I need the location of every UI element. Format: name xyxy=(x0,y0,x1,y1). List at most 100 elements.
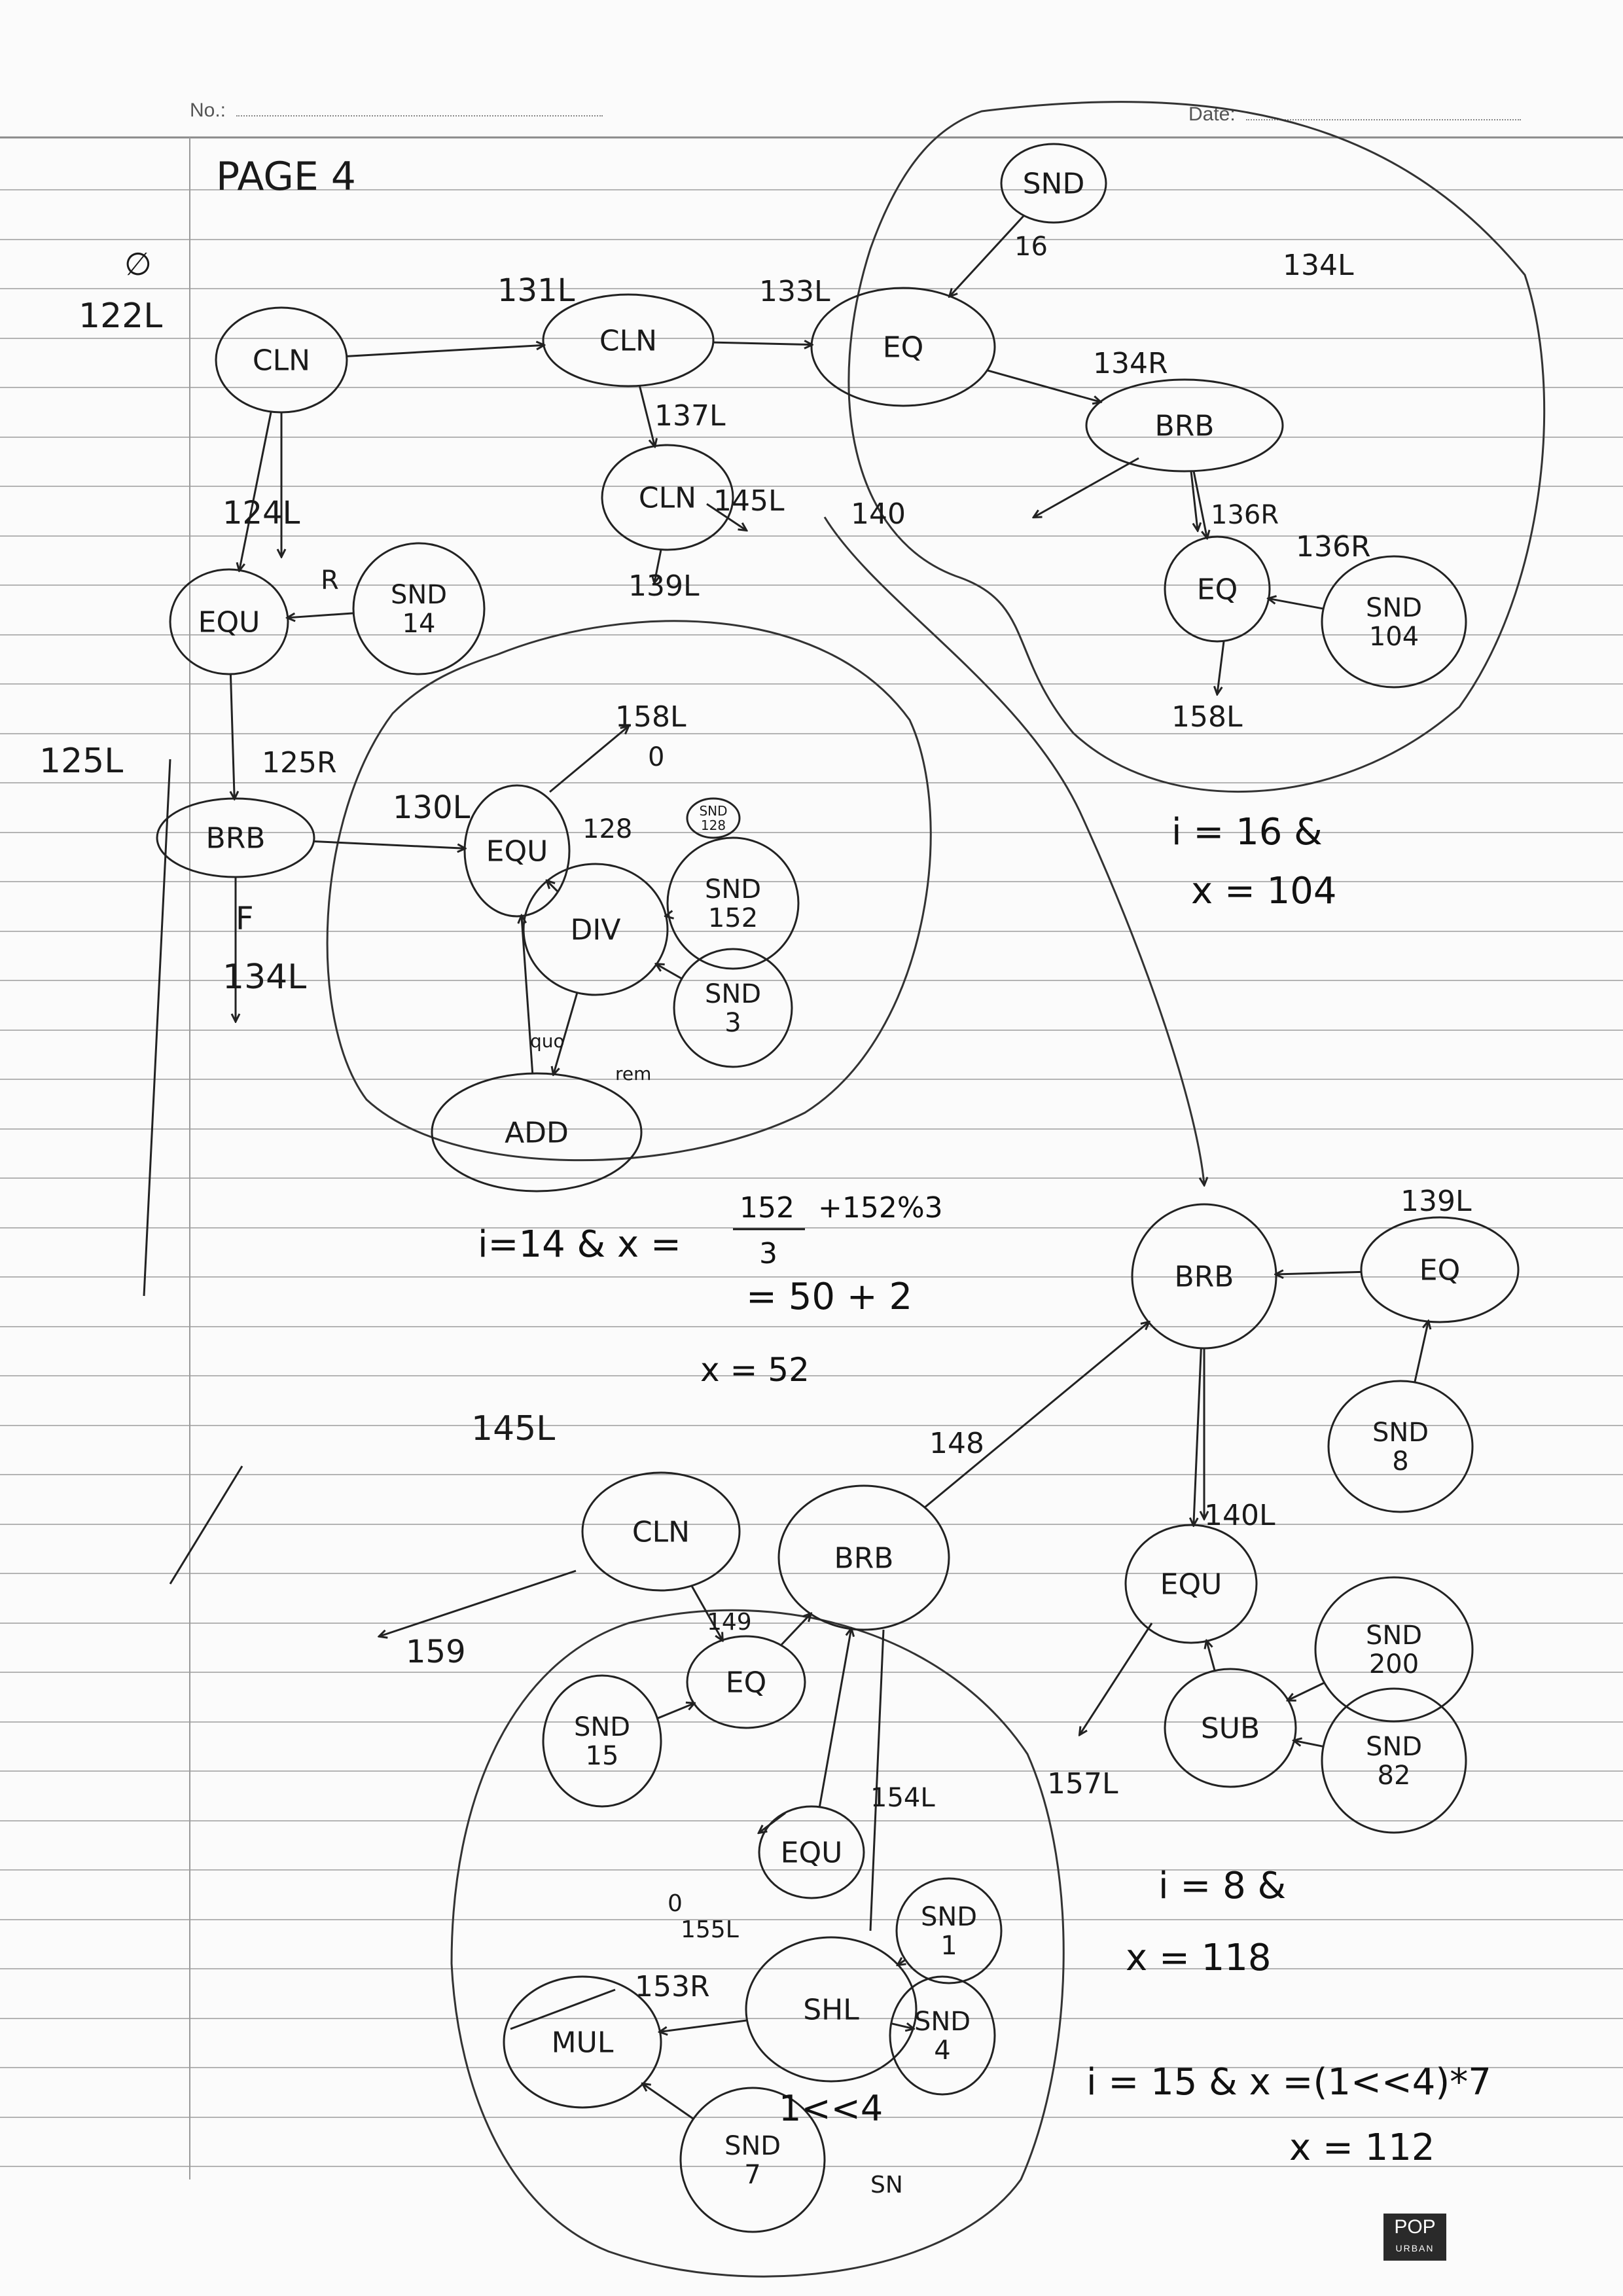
note-bottom-right-line1: i = 8 & xyxy=(1158,1865,1286,1907)
edge-snd200-to-sub xyxy=(1288,1681,1325,1700)
edge-label-quo: quo xyxy=(530,1030,565,1052)
edge-brb-c-to-equ-d xyxy=(1194,1348,1202,1525)
node-equ-a-label-0: EQU xyxy=(198,605,260,639)
node-eq-b: EQ xyxy=(1164,535,1271,643)
node-eq-a: EQ xyxy=(810,287,996,407)
node-snd4-label-1: 4 xyxy=(934,2036,950,2066)
node-eq-a-label-0: EQ xyxy=(883,331,923,364)
edge-snd3-to-div xyxy=(656,964,683,980)
edge-branch-4 xyxy=(654,549,662,583)
note-bottom-right-line4: x = 112 xyxy=(1289,2126,1435,2169)
region-bottom xyxy=(450,1609,1065,2278)
edge-label-134L: 134L xyxy=(223,958,306,997)
node-snd82-label-0: SND xyxy=(1366,1732,1422,1762)
node-brb-b-label-0: BRB xyxy=(206,821,266,855)
edge-branch-10 xyxy=(1080,1623,1153,1734)
edge-cln-a-to-equ-a xyxy=(240,411,272,570)
edge-cln-b-to-cln-c xyxy=(638,386,654,446)
node-eq-c: EQ xyxy=(1360,1216,1520,1323)
edge-label-154L: 154L xyxy=(870,1783,935,1813)
edge-label-125L: 125L xyxy=(39,742,123,781)
edge-equ-c-to-brb-d xyxy=(818,1629,851,1808)
node-equ-c: EQU xyxy=(758,1805,865,1899)
node-snd200-label-0: SND xyxy=(1366,1621,1422,1651)
edge-branch-14 xyxy=(510,1988,616,2030)
edge-sub-to-equ-d xyxy=(1207,1641,1216,1671)
edge-label-145L: 145L xyxy=(713,484,785,518)
number-label: No.: xyxy=(190,99,603,122)
edge-shl-to-mul xyxy=(660,2019,747,2032)
node-snd4-label-0: SND xyxy=(914,2007,971,2037)
node-eq-d-label-0: EQ xyxy=(726,1666,766,1699)
note-top-right-line1: i = 16 & xyxy=(1171,811,1323,853)
node-snd7-label-0: SND xyxy=(724,2131,781,2161)
edge-branch-13 xyxy=(869,1629,885,1931)
node-snd3-label-0: SND xyxy=(705,979,761,1009)
edge-eq-c-to-brb-c xyxy=(1276,1272,1362,1274)
node-eq-b-label-0: EQ xyxy=(1197,573,1238,606)
node-cln-c-label-0: CLN xyxy=(639,481,696,514)
node-equ-c-label-0: EQU xyxy=(781,1836,843,1869)
edge-brb-b-to-equ-b xyxy=(313,840,465,849)
note-top-right-line2: x = 104 xyxy=(1191,870,1337,912)
edge-label-131L: 131L xyxy=(497,272,575,309)
node-snd200-label-1: 200 xyxy=(1369,1649,1419,1679)
region-middle-left xyxy=(326,620,932,1162)
edge-brb-d-to-brb-c xyxy=(924,1322,1149,1509)
node-brb-b: BRB xyxy=(156,797,315,878)
node-eq-c-label-0: EQ xyxy=(1419,1253,1460,1287)
edge-label-157L: 157L xyxy=(1047,1767,1118,1801)
node-mul-label-0: MUL xyxy=(552,2026,614,2059)
edge-branch-6 xyxy=(1217,641,1225,694)
edge-label-134L-top: 134L xyxy=(1283,249,1354,282)
edge-div-to-add xyxy=(554,992,579,1074)
edge-cln-b-to-eq-a xyxy=(713,342,812,345)
edge-label-139L: 139L xyxy=(628,569,700,603)
edge-label-145L-low: 145L xyxy=(471,1409,555,1448)
edge-snd8-to-eq-c xyxy=(1414,1321,1429,1383)
edge-branch-15 xyxy=(169,1465,243,1585)
node-add-label-0: ADD xyxy=(505,1116,569,1149)
note-bottom-right-line3: i = 15 & x =(1<<4)*7 xyxy=(1086,2061,1491,2104)
edge-eq-d-to-brb-d xyxy=(780,1614,810,1646)
edge-label-sn: SN xyxy=(870,2172,903,2198)
node-equ-d: EQU xyxy=(1124,1524,1258,1644)
edge-label-R: R xyxy=(321,565,339,596)
edge-label-136R: 136R xyxy=(1211,500,1279,530)
note-middle-line3: x = 52 xyxy=(700,1351,810,1389)
node-brb-a-label-0: BRB xyxy=(1155,409,1215,442)
node-brb-d-label-0: BRB xyxy=(834,1541,894,1575)
node-brb-c: BRB xyxy=(1131,1203,1277,1350)
node-cln-b: CLN xyxy=(542,293,715,387)
node-snd1-label-0: SND xyxy=(921,1902,977,1932)
edge-label-130L: 130L xyxy=(393,789,471,826)
edge-brb-a-to-eq-b xyxy=(1192,471,1207,538)
edge-label-137L: 137L xyxy=(654,399,726,433)
node-snd16-label-0: SND xyxy=(1023,167,1085,200)
edge-equ-b-to-div xyxy=(547,881,559,893)
node-snd7-label-1: 7 xyxy=(744,2160,760,2190)
node-snd15-label-1: 15 xyxy=(586,1741,619,1771)
note-middle-frac-num: 152 xyxy=(740,1191,794,1225)
node-equ-b: EQU xyxy=(463,784,571,918)
edge-snd104-to-eq-b xyxy=(1269,599,1324,610)
edge-cln-a-to-cln-b xyxy=(346,345,544,357)
node-snd16: SND xyxy=(1000,143,1107,224)
note-bottom-right-line2: x = 118 xyxy=(1126,1937,1272,1979)
node-snd1-label-1: 1 xyxy=(940,1931,957,1961)
note-middle-line1-b: +152%3 xyxy=(818,1191,943,1225)
node-brb-a: BRB xyxy=(1085,378,1284,473)
edge-label-125R: 125R xyxy=(262,746,337,780)
edge-branch-5 xyxy=(1190,471,1198,530)
brand-logo: POP URBAN xyxy=(1383,2214,1446,2261)
edge-branch-11 xyxy=(380,1570,577,1636)
node-snd82-label-1: 82 xyxy=(1378,1761,1411,1791)
node-eq-d: EQ xyxy=(686,1635,806,1729)
edge-equ-a-to-brb-b xyxy=(230,673,234,798)
